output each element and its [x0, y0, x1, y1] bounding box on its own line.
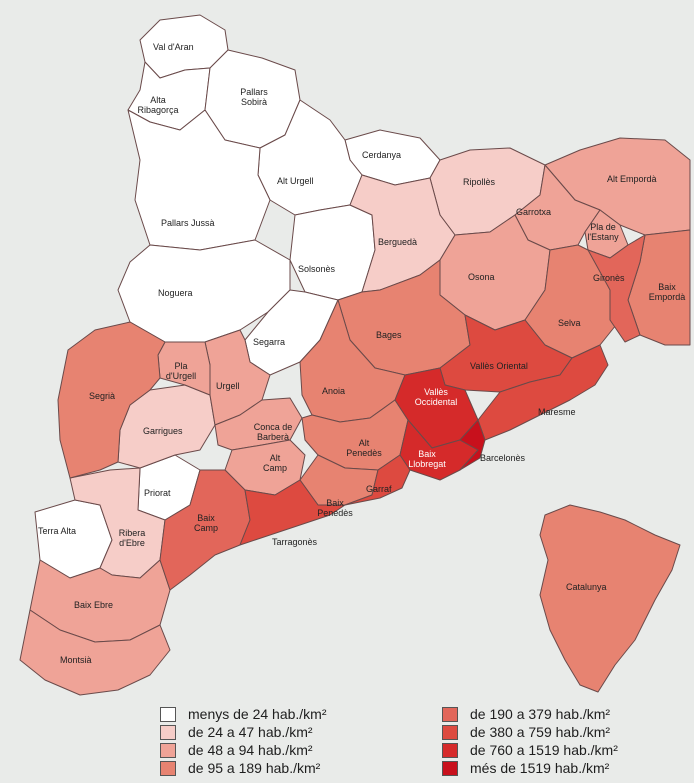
- label-solsones: Solsonès: [298, 264, 336, 274]
- legend-label: de 95 a 189 hab./km²: [188, 760, 321, 776]
- legend-label: més de 1519 hab./km²: [470, 760, 610, 776]
- label-alt-urgell: Alt Urgell: [277, 176, 314, 186]
- label-girones: Gironès: [593, 273, 625, 283]
- region-girones: [587, 234, 646, 343]
- label-segria: Segrià: [89, 391, 116, 401]
- label-tarragones: Tarragonès: [272, 537, 318, 547]
- legend-swatch: [160, 724, 176, 740]
- legend-label: de 48 a 94 hab./km²: [188, 742, 313, 758]
- label-bergueda: Berguedà: [378, 237, 418, 247]
- legend-swatch: [442, 706, 458, 722]
- region-catalunya: [539, 504, 681, 693]
- label-segarra: Segarra: [253, 337, 286, 347]
- label-garrotxa: Garrotxa: [516, 207, 552, 217]
- legend-item: de 760 a 1519 hab./km²: [442, 742, 618, 758]
- legend-label: de 190 a 379 hab./km²: [470, 706, 611, 722]
- label-maresme: Maresme: [538, 407, 576, 417]
- region-pallars-jussa: [127, 109, 271, 251]
- label-barcelones: Barcelonès: [480, 453, 526, 463]
- label-catalunya: Catalunya: [566, 582, 607, 592]
- label-ripolles: Ripollès: [463, 177, 496, 187]
- legend-swatch: [442, 742, 458, 758]
- label-garraf: Garraf: [366, 484, 392, 494]
- region-solsones: [289, 204, 376, 301]
- label-terra-alta: Terra Alta: [38, 526, 77, 536]
- legend-swatch: [160, 742, 176, 758]
- region-barcelones: [459, 419, 486, 471]
- region-segria: [57, 321, 166, 479]
- label-pallars-jussa: Pallars Jussà: [161, 218, 215, 228]
- legend-item: de 95 a 189 hab./km²: [160, 760, 320, 776]
- legend-swatch: [160, 760, 176, 776]
- label-valles-oriental: Vallès Oriental: [470, 361, 528, 371]
- legend-swatch: [442, 724, 458, 740]
- region-montsia: [19, 609, 171, 696]
- label-garrigues: Garrigues: [143, 426, 183, 436]
- legend: menys de 24 hab./km² de 24 a 47 hab./km²…: [160, 701, 694, 783]
- legend-item: més de 1519 hab./km²: [442, 760, 609, 776]
- legend-label: de 380 a 759 hab./km²: [470, 724, 611, 740]
- label-baix-ebre: Baix Ebre: [74, 600, 114, 610]
- label-noguera: Noguera: [158, 288, 193, 298]
- region-tarragones: [239, 479, 346, 546]
- label-selva: Selva: [558, 318, 581, 328]
- label-anoia: Anoia: [322, 386, 346, 396]
- legend-label: de 760 a 1519 hab./km²: [470, 742, 618, 758]
- legend-item: de 380 a 759 hab./km²: [442, 724, 610, 740]
- label-val-daran: Val d'Aran: [153, 42, 194, 52]
- label-bages: Bages: [376, 330, 402, 340]
- label-priorat: Priorat: [144, 488, 171, 498]
- label-osona: Osona: [468, 272, 495, 282]
- legend-swatch: [160, 706, 176, 722]
- legend-item: de 24 a 47 hab./km²: [160, 724, 313, 740]
- legend-item: de 190 a 379 hab./km²: [442, 706, 610, 722]
- legend-label: de 24 a 47 hab./km²: [188, 724, 313, 740]
- label-montsia: Montsià: [60, 655, 92, 665]
- region-conca-de-barbera: [214, 397, 303, 451]
- label-alt-emporda: Alt Empordà: [607, 174, 657, 184]
- legend-item: de 48 a 94 hab./km²: [160, 742, 313, 758]
- legend-label: menys de 24 hab./km²: [188, 706, 327, 722]
- legend-item: menys de 24 hab./km²: [160, 706, 327, 722]
- label-cerdanya: Cerdanya: [362, 150, 402, 160]
- label-urgell: Urgell: [216, 381, 240, 391]
- legend-swatch: [442, 760, 458, 776]
